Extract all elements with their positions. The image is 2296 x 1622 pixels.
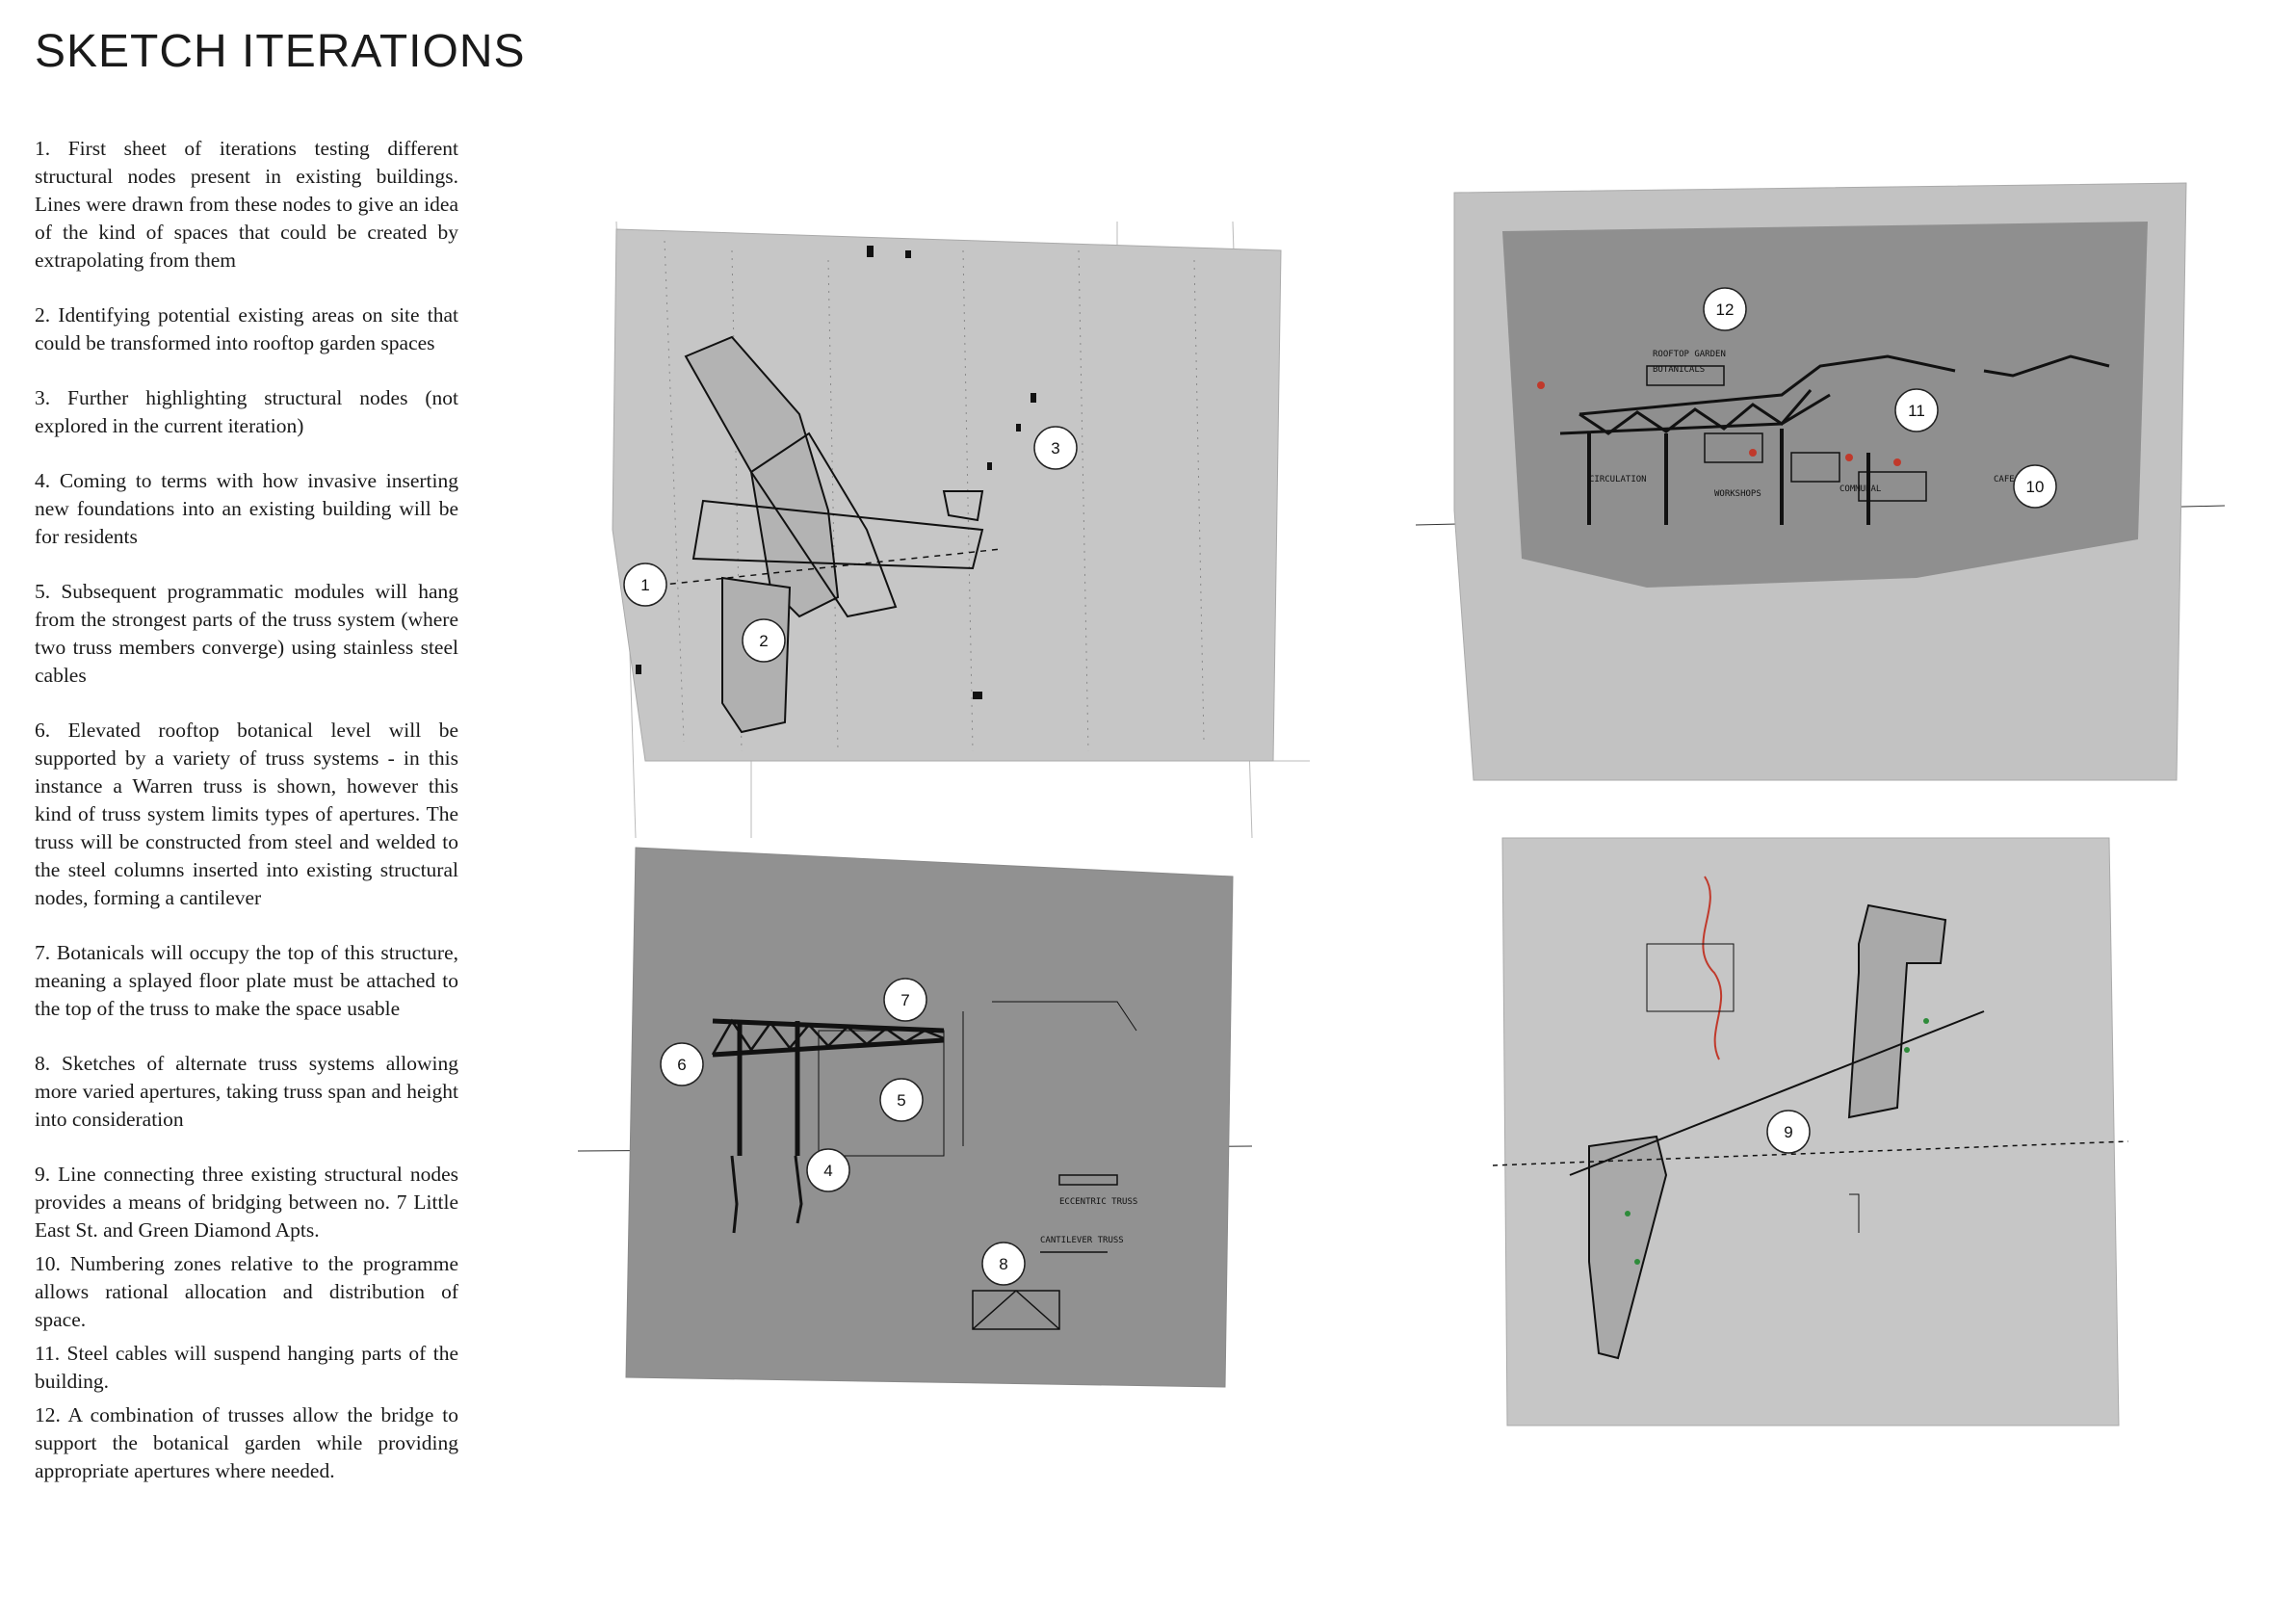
sketch-sheet-warren-truss: ECCENTRIC TRUSS CANTILEVER TRUSS 4 5 6 7… bbox=[578, 838, 1252, 1416]
marker-3: 3 bbox=[1033, 426, 1078, 470]
note-1: 1. First sheet of iterations testing dif… bbox=[35, 137, 458, 272]
svg-text:11: 11 bbox=[1908, 402, 1925, 420]
svg-text:7: 7 bbox=[900, 991, 909, 1009]
tracing-paper bbox=[625, 847, 1234, 1388]
note-6: 6. Elevated rooftop botanical level will… bbox=[35, 719, 458, 909]
annotation-rooftop-garden: ROOFTOP GARDEN bbox=[1653, 350, 1726, 359]
svg-text:6: 6 bbox=[677, 1056, 686, 1074]
note-12: 12. A combination of trusses allow the b… bbox=[35, 1403, 458, 1482]
note-5: 5. Subsequent programmatic modules will … bbox=[35, 580, 458, 687]
sketch-sheet-bridging-plan: 9 bbox=[1464, 828, 2215, 1483]
annotation-cafe: CAFE bbox=[1994, 475, 2015, 484]
svg-text:2: 2 bbox=[759, 632, 768, 650]
svg-text:10: 10 bbox=[2026, 478, 2045, 496]
annotation-botanicals: BOTANICALS bbox=[1653, 365, 1705, 375]
note-9: 9. Line connecting three existing struct… bbox=[35, 1163, 458, 1242]
annotation-workshops: WORKSHOPS bbox=[1714, 489, 1761, 499]
note-10: 10. Numbering zones relative to the prog… bbox=[35, 1252, 458, 1331]
tracing-paper bbox=[612, 228, 1282, 762]
note-4: 4. Coming to terms with how invasive ins… bbox=[35, 469, 458, 548]
marker-9: 9 bbox=[1766, 1110, 1811, 1154]
svg-text:12: 12 bbox=[1716, 301, 1735, 319]
notes-column: 1. First sheet of iterations testing dif… bbox=[35, 135, 458, 1491]
annotation-cantilever-truss: CANTILEVER TRUSS bbox=[1040, 1236, 1124, 1245]
tracing-paper bbox=[1501, 837, 2120, 1426]
svg-text:8: 8 bbox=[999, 1255, 1007, 1273]
svg-text:5: 5 bbox=[897, 1091, 905, 1110]
marker-4: 4 bbox=[806, 1148, 850, 1192]
note-11: 11. Steel cables will suspend hanging pa… bbox=[35, 1342, 458, 1393]
marker-1: 1 bbox=[623, 562, 667, 607]
marker-10: 10 bbox=[2013, 464, 2057, 509]
marker-5: 5 bbox=[879, 1078, 924, 1122]
sketch-sheet-section-trusses: ROOFTOP GARDEN BOTANICALS CIRCULATION WO… bbox=[1416, 164, 2225, 790]
page-title: SKETCH ITERATIONS bbox=[35, 26, 526, 77]
annotation-communal: COMMUNAL bbox=[1839, 484, 1881, 494]
svg-text:4: 4 bbox=[823, 1162, 832, 1180]
marker-2: 2 bbox=[742, 618, 786, 663]
marker-8: 8 bbox=[981, 1242, 1026, 1286]
sketch-sheet-plan-nodes: 1 2 3 bbox=[578, 222, 1310, 838]
annotation-circulation: CIRCULATION bbox=[1589, 475, 1647, 484]
marker-12: 12 bbox=[1703, 287, 1747, 331]
svg-text:9: 9 bbox=[1784, 1123, 1792, 1141]
note-8: 8. Sketches of alternate truss systems a… bbox=[35, 1052, 458, 1131]
marker-7: 7 bbox=[883, 978, 927, 1022]
note-7: 7. Botanicals will occupy the top of thi… bbox=[35, 941, 458, 1020]
note-3: 3. Further highlighting structural nodes… bbox=[35, 386, 458, 437]
marker-6: 6 bbox=[660, 1042, 704, 1086]
note-2: 2. Identifying potential existing areas … bbox=[35, 303, 458, 354]
marker-11: 11 bbox=[1894, 388, 1939, 432]
svg-text:1: 1 bbox=[640, 576, 649, 594]
annotation-eccentric-truss: ECCENTRIC TRUSS bbox=[1059, 1197, 1137, 1207]
svg-text:3: 3 bbox=[1051, 439, 1059, 458]
